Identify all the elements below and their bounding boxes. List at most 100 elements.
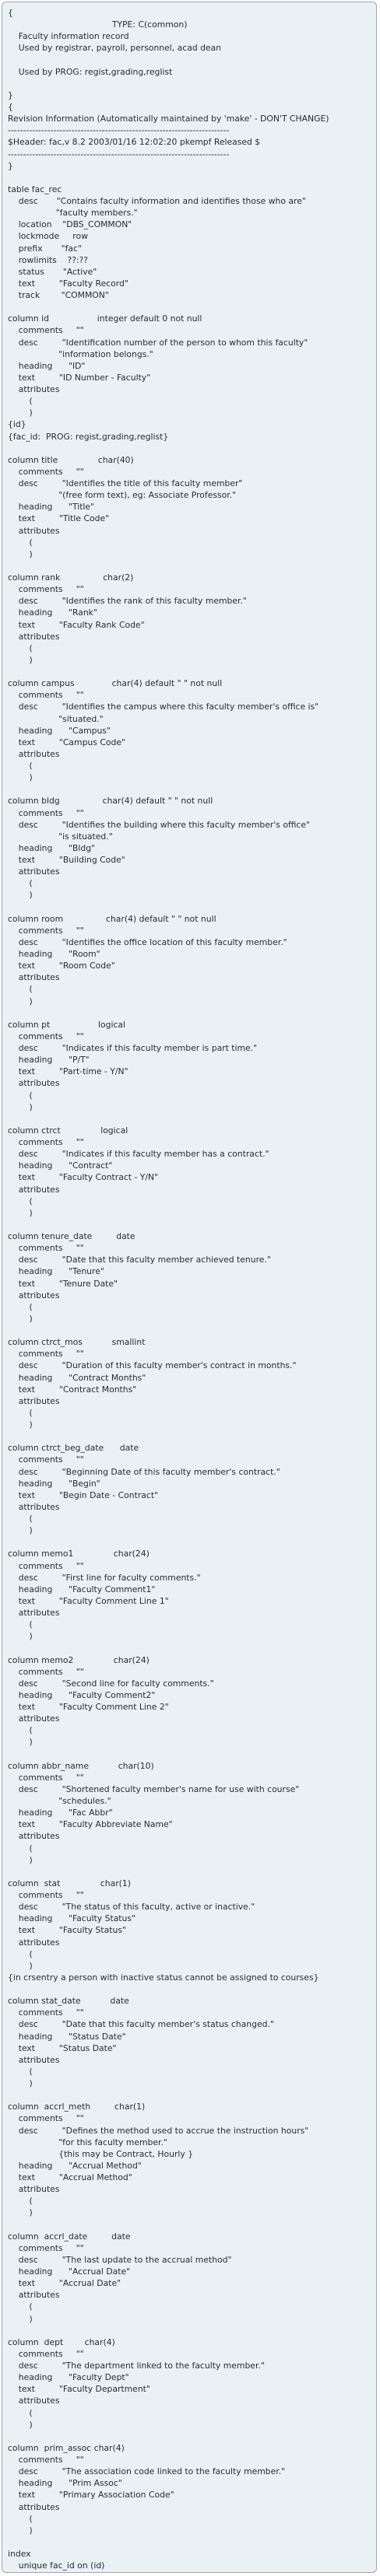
document-line: comments ""	[8, 925, 84, 936]
document-line: ----------------------------------------…	[8, 125, 230, 136]
document-line: "faculty members."	[8, 208, 138, 219]
document-line: attributes	[8, 1078, 60, 1089]
document-line: heading "Contract Months"	[8, 1372, 146, 1383]
document-line: )	[8, 1631, 33, 1642]
document-line: comments ""	[8, 690, 84, 701]
document-line: (	[8, 1301, 33, 1312]
document-line: (	[8, 2407, 33, 2418]
document-line: heading "Bldg"	[8, 842, 96, 853]
document-line: {this may be Contract, Hourly }	[8, 2148, 194, 2159]
document-line	[8, 2431, 376, 2442]
document-line: Faculty information record	[8, 31, 129, 42]
document-line: heading "Faculty Comment2"	[8, 1689, 156, 1700]
document-line	[8, 1325, 376, 1336]
document-line: attributes	[8, 1713, 60, 1724]
document-line: attributes	[8, 1290, 60, 1300]
document-line: comments ""	[8, 1772, 84, 1783]
document-line: text "Part-time - Y/N"	[8, 1066, 128, 1077]
document-line: column rank char(2)	[8, 572, 134, 583]
document-line: attributes	[8, 1501, 60, 1512]
document-line: )	[8, 772, 33, 783]
document-line: fac_key1 on (campus, bldg, room)	[8, 2571, 376, 2572]
document-line: heading "Begin"	[8, 1478, 100, 1489]
document-line: rowlimits ??:??	[8, 254, 89, 265]
document-line: heading "Accrual Date"	[8, 2266, 131, 2277]
document-line: text "Tenure Date"	[8, 1278, 118, 1289]
document-line	[8, 301, 376, 313]
document-line: attributes	[8, 1831, 60, 1842]
document-line: attributes	[8, 2396, 60, 2406]
document-line: )	[8, 890, 33, 901]
document-line: (	[8, 1195, 33, 1206]
document-line: desc "The association code linked to the…	[8, 2466, 286, 2477]
document-line: heading "ID"	[8, 360, 86, 371]
document-line: Used by registrar, payroll, personnel, a…	[8, 43, 222, 54]
document-line: heading "Fac Abbr"	[8, 1808, 113, 1818]
document-line: desc "Identification number of the perso…	[8, 337, 308, 348]
document-line: comments ""	[8, 2348, 84, 2359]
document-line	[8, 1983, 376, 1995]
document-line: "is situated."	[8, 831, 113, 842]
document-line: column stat_date date	[8, 1996, 129, 2007]
document-line: text "Accrual Method"	[8, 2172, 132, 2182]
document-line: desc "Identifies the building where this…	[8, 819, 310, 830]
document-line: (	[8, 1843, 33, 1853]
document-line: attributes	[8, 972, 60, 983]
document-line: {	[8, 102, 13, 112]
document-line: column campus char(4) default " " not nu…	[8, 678, 223, 689]
document-line: desc "Indicates if this faculty member i…	[8, 1043, 258, 1053]
document-line: desc "Indicates if this faculty member h…	[8, 1149, 269, 1160]
document-line	[8, 560, 376, 572]
document-line: attributes	[8, 631, 60, 642]
document-line	[8, 1113, 376, 1125]
document-line: column accrl_meth char(1)	[8, 2102, 146, 2112]
document-line: heading "Title"	[8, 502, 95, 513]
document-line: )	[8, 2078, 33, 2088]
document-line: column pt logical	[8, 1019, 126, 1030]
document-line: column ctrct logical	[8, 1125, 128, 1136]
document-line: Used by PROG: regist,grading,reglist	[8, 66, 173, 77]
document-line: text "Faculty Contract - Y/N"	[8, 1172, 159, 1183]
document-line	[8, 172, 376, 184]
document-line: desc "Date that this faculty member achi…	[8, 1255, 271, 1265]
document-line	[8, 1007, 376, 1019]
document-line: (	[8, 396, 33, 407]
document-line	[8, 1219, 376, 1230]
document-line: desc "First line for faculty comments."	[8, 1572, 201, 1583]
document-line: column bldg char(4) default " " not null	[8, 796, 213, 807]
document-line: {in crsentry a person with inactive stat…	[8, 1972, 319, 1983]
document-line: text "Faculty Comment Line 1"	[8, 1595, 169, 1606]
document-line: text "Contract Months"	[8, 1384, 137, 1395]
document-line: comments ""	[8, 2455, 84, 2465]
document-line	[8, 2219, 376, 2231]
document-line: }	[8, 160, 13, 171]
document-line: desc "Identifies the title of this facul…	[8, 478, 243, 488]
document-line: desc "Identifies the rank of this facult…	[8, 596, 247, 607]
document-line: comments ""	[8, 2242, 84, 2253]
document-line: {	[8, 8, 13, 18]
document-line: column prim_assoc char(4)	[8, 2442, 125, 2453]
document-line: heading "Faculty Status"	[8, 1913, 135, 1924]
document-line: text "Begin Date - Contract"	[8, 1489, 159, 1500]
document-line: desc "Second line for faculty comments."	[8, 1678, 214, 1689]
document-line: index	[8, 2549, 31, 2559]
document-line: (	[8, 878, 33, 889]
document-line: attributes	[8, 1937, 60, 1948]
document-line: )	[8, 2419, 33, 2430]
document-line: attributes	[8, 1395, 60, 1406]
document-line: column dept char(4)	[8, 2336, 115, 2347]
document-line: (	[8, 984, 33, 995]
document-line: status "Active"	[8, 266, 97, 277]
document-line: )	[8, 1313, 33, 1324]
document-line: desc "Date that this faculty member's st…	[8, 2019, 274, 2030]
document-line: (	[8, 2301, 33, 2312]
document-line: attributes	[8, 2054, 60, 2065]
document-line	[8, 1866, 376, 1878]
document-line: text "Faculty Rank Code"	[8, 619, 145, 630]
document-line: )	[8, 996, 33, 1006]
document-line: attributes	[8, 2501, 60, 2512]
document-line: column memo2 char(24)	[8, 1654, 150, 1665]
document-line: )	[8, 2525, 33, 2536]
document-line: text "Primary Association Code"	[8, 2490, 174, 2501]
